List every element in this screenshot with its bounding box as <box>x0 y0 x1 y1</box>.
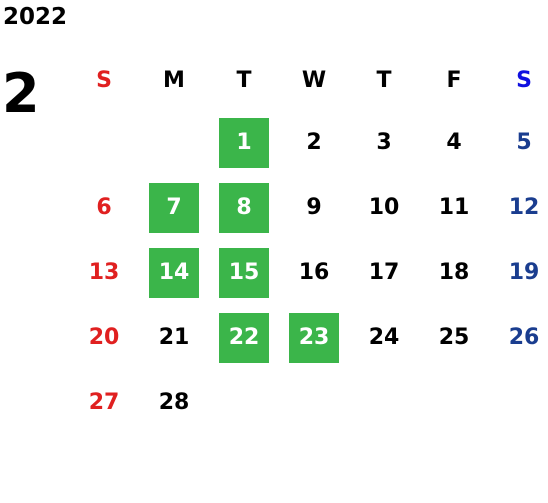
day-number: 16 <box>298 260 330 285</box>
day-cell: 22 <box>209 305 279 370</box>
day-cell: 3 <box>349 110 419 175</box>
day-cell: 27 <box>69 370 139 435</box>
day-number: 24 <box>368 325 400 350</box>
day-number: 5 <box>516 130 532 155</box>
day-cell: 19 <box>489 240 548 305</box>
day-number: 27 <box>88 390 120 415</box>
day-number: 6 <box>96 195 112 220</box>
day-cell: 24 <box>349 305 419 370</box>
day-number <box>499 378 548 428</box>
day-cell: 4 <box>419 110 489 175</box>
year-label: 2022 <box>3 4 68 30</box>
day-number: 18 <box>438 260 470 285</box>
day-number <box>289 378 339 428</box>
day-cell: 7 <box>139 175 209 240</box>
day-number: 4 <box>446 130 462 155</box>
day-cell: 21 <box>139 305 209 370</box>
day-number <box>429 378 479 428</box>
day-number <box>359 378 409 428</box>
day-number: 1 <box>219 117 269 168</box>
day-number: 10 <box>368 195 400 220</box>
day-number: 19 <box>508 260 540 285</box>
day-number: 28 <box>158 390 190 415</box>
day-cell: 5 <box>489 110 548 175</box>
day-cell: 2 <box>279 110 349 175</box>
day-number: 23 <box>289 312 339 363</box>
month-number: 2 <box>2 62 40 125</box>
day-number: 12 <box>508 195 540 220</box>
day-number: 14 <box>149 247 199 298</box>
day-number: 26 <box>508 325 540 350</box>
day-cell: 15 <box>209 240 279 305</box>
weekday-header-wed: W <box>301 67 327 93</box>
day-cell: 25 <box>419 305 489 370</box>
day-number: 21 <box>158 325 190 350</box>
empty-day-cell <box>489 370 548 435</box>
day-cell: 20 <box>69 305 139 370</box>
empty-day-cell <box>69 110 139 175</box>
day-cell: 9 <box>279 175 349 240</box>
weekday-header-fri: F <box>446 67 462 93</box>
day-number: 3 <box>376 130 392 155</box>
day-cell: 13 <box>69 240 139 305</box>
empty-day-cell <box>139 110 209 175</box>
day-cell: 23 <box>279 305 349 370</box>
day-number: 8 <box>219 182 269 233</box>
day-cell: 28 <box>139 370 209 435</box>
day-number: 11 <box>438 195 470 220</box>
day-cell: 10 <box>349 175 419 240</box>
empty-day-cell <box>349 370 419 435</box>
day-number: 20 <box>88 325 120 350</box>
day-cell: 26 <box>489 305 548 370</box>
day-number: 15 <box>219 247 269 298</box>
day-number <box>79 118 129 168</box>
weekday-header-mon: M <box>163 67 185 93</box>
day-cell: 1 <box>209 110 279 175</box>
weekday-header-sun: S <box>96 67 112 93</box>
weekday-header-sat: S <box>516 67 532 93</box>
day-number: 25 <box>438 325 470 350</box>
empty-day-cell <box>419 370 489 435</box>
empty-day-cell <box>279 370 349 435</box>
weekday-header-tue: T <box>236 67 252 93</box>
day-number: 17 <box>368 260 400 285</box>
day-number <box>219 378 269 428</box>
day-cell: 16 <box>279 240 349 305</box>
day-cell: 18 <box>419 240 489 305</box>
day-number: 22 <box>219 312 269 363</box>
day-cell: 8 <box>209 175 279 240</box>
day-number: 7 <box>149 182 199 233</box>
day-cell: 11 <box>419 175 489 240</box>
empty-day-cell <box>209 370 279 435</box>
day-number <box>149 118 199 168</box>
day-cell: 14 <box>139 240 209 305</box>
day-cell: 12 <box>489 175 548 240</box>
day-number: 9 <box>306 195 322 220</box>
day-cell: 6 <box>69 175 139 240</box>
weekday-header-thu: T <box>376 67 392 93</box>
day-number: 13 <box>88 260 120 285</box>
day-cell: 17 <box>349 240 419 305</box>
day-number: 2 <box>306 130 322 155</box>
